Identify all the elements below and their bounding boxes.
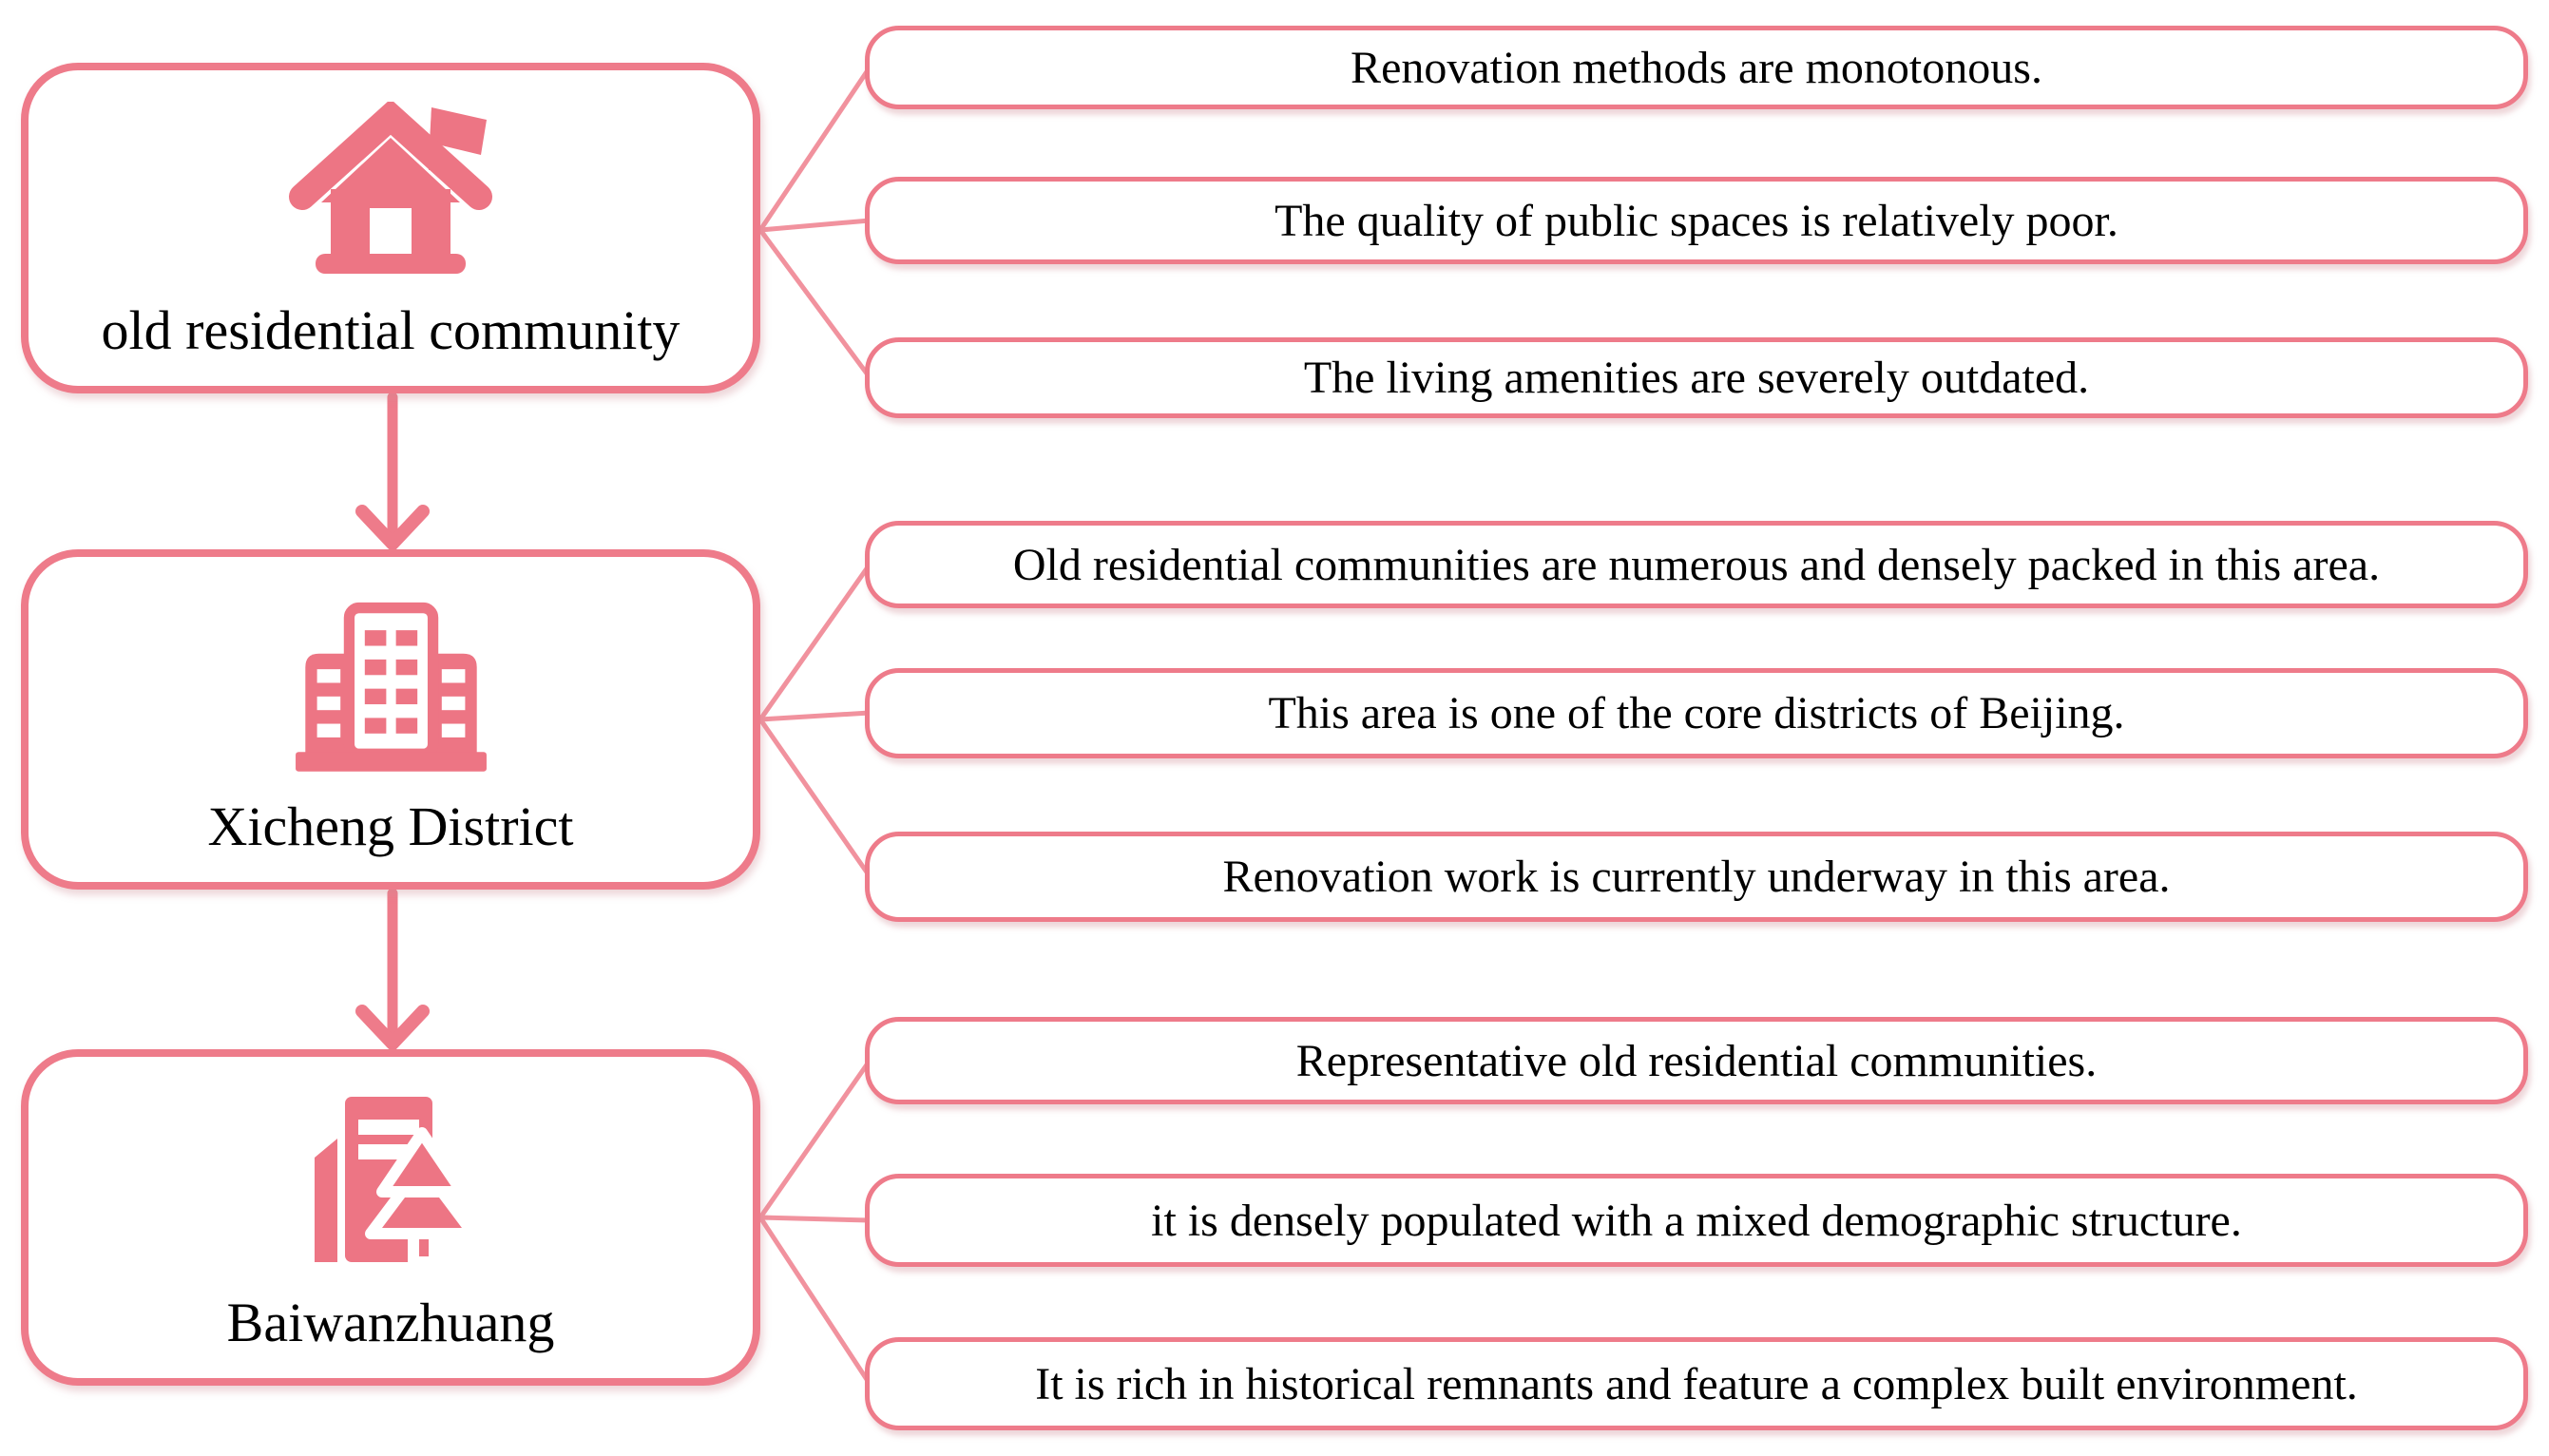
note-text: Renovation work is currently underway in…	[1222, 852, 2171, 902]
note-box: Representative old residential communiti…	[865, 1017, 2528, 1104]
building-tree-icon	[296, 1057, 486, 1293]
node-label: old residential community	[101, 299, 680, 362]
note-text: Old residential communities are numerous…	[1012, 539, 2381, 590]
note-text: This area is one of the core districts o…	[1268, 688, 2125, 738]
down-arrow	[355, 392, 430, 1050]
note-box: Renovation work is currently underway in…	[865, 832, 2528, 922]
node-label: Baiwanzhuang	[226, 1292, 555, 1354]
house-flag-icon	[288, 70, 493, 300]
node-old-residential-community: old residential community	[21, 63, 760, 393]
note-box: Old residential communities are numerous…	[865, 521, 2528, 608]
note-text: Renovation methods are monotonous.	[1351, 42, 2042, 93]
note-box: it is densely populated with a mixed dem…	[865, 1174, 2528, 1267]
note-box: The quality of public spaces is relative…	[865, 177, 2528, 264]
note-text: The quality of public spaces is relative…	[1274, 195, 2118, 246]
note-text: Representative old residential communiti…	[1295, 1035, 2098, 1086]
node-label: Xicheng District	[207, 795, 574, 858]
note-box: The living amenities are severely outdat…	[865, 337, 2528, 418]
note-box: Renovation methods are monotonous.	[865, 26, 2528, 109]
note-text: it is densely populated with a mixed dem…	[1151, 1195, 2242, 1246]
note-box: This area is one of the core districts o…	[865, 668, 2528, 758]
note-box: It is rich in historical remnants and fe…	[865, 1337, 2528, 1430]
office-building-icon	[294, 557, 489, 796]
note-text: It is rich in historical remnants and fe…	[1035, 1358, 2358, 1409]
note-text: The living amenities are severely outdat…	[1303, 353, 2090, 403]
node-xicheng-district: Xicheng District	[21, 549, 760, 890]
node-baiwanzhuang: Baiwanzhuang	[21, 1049, 760, 1386]
